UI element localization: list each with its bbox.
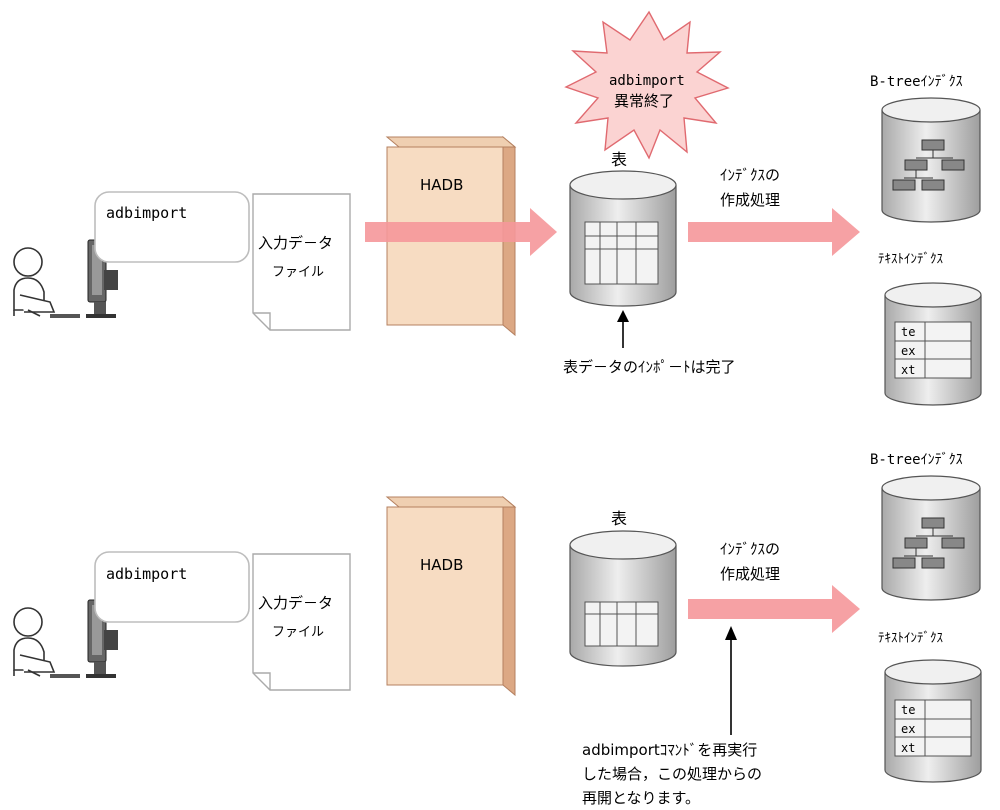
data-flow-arrow [365, 208, 557, 256]
btree-index-icon: B-treeｲﾝﾃﾞｸｽ [870, 74, 981, 223]
table-grid [584, 601, 659, 647]
text-index-row-3: xt [901, 363, 915, 377]
burst-label-line2: 異常終了 [614, 92, 674, 110]
resume-note-line1: adbimportｺﾏﾝﾄﾞを再実行 [582, 741, 757, 759]
explosion-icon: adbimport 異常終了 [564, 10, 730, 160]
resume-note-line3: 再開となります。 [582, 789, 700, 807]
resume-note-line2: した場合，この処理からの [582, 765, 762, 783]
index-process-label-line2: 作成処理 [720, 565, 780, 583]
user-at-computer-icon [13, 599, 118, 678]
table-grid [584, 221, 659, 285]
panel-2: adbimport 入力デ－タ ファイル HADB 表 [13, 452, 982, 807]
text-index-row-3: xt [901, 741, 915, 755]
index-flow-arrow [688, 208, 860, 256]
index-process-label-line2: 作成処理 [720, 191, 780, 209]
command-bubble-label: adbimport [106, 204, 187, 222]
table-database-icon: 表 [569, 509, 677, 667]
btree-index-icon: B-treeｲﾝﾃﾞｸｽ [870, 452, 981, 601]
document-icon: 入力デ－タ ファイル [252, 193, 351, 331]
table-label: 表 [611, 150, 627, 169]
input-file-label-line2: ファイル [272, 265, 324, 280]
hadb-label: HADB [420, 556, 463, 574]
command-bubble-label: adbimport [106, 565, 187, 583]
index-flow-arrow [688, 585, 860, 633]
input-file-label-line1: 入力デ－タ [258, 234, 333, 252]
text-index-label: ﾃｷｽﾄｲﾝﾃﾞｸｽ [878, 252, 944, 267]
input-file-label-line2: ファイル [272, 625, 324, 640]
text-index-row-2: ex [901, 722, 915, 736]
btree-index-label: B-treeｲﾝﾃﾞｸｽ [870, 452, 963, 468]
btree-index-label: B-treeｲﾝﾃﾞｸｽ [870, 74, 963, 90]
import-complete-note: 表デ－タのｲﾝﾎﾟ－ﾄは完了 [563, 310, 736, 376]
burst-label-line1: adbimport [609, 73, 685, 89]
hadb-label: HADB [420, 176, 463, 194]
resume-note: adbimportｺﾏﾝﾄﾞを再実行 した場合，この処理からの 再開となります。 [582, 626, 762, 807]
text-index-row-1: te [901, 325, 915, 339]
text-index-icon: ﾃｷｽﾄｲﾝﾃﾞｸｽ te ex xt [878, 252, 982, 406]
index-process-label-line1: ｲﾝﾃﾞｸｽの [720, 166, 780, 184]
tree-icon [892, 517, 965, 569]
text-index-label: ﾃｷｽﾄｲﾝﾃﾞｸｽ [878, 631, 944, 646]
text-index-icon: ﾃｷｽﾄｲﾝﾃﾞｸｽ te ex xt [878, 631, 982, 783]
panel-1: adbimport 入力デ－タ ファイル HADB 表 [13, 10, 982, 406]
text-index-row-1: te [901, 703, 915, 717]
import-complete-text: 表デ－タのｲﾝﾎﾟ－ﾄは完了 [563, 358, 736, 376]
input-file-label-line1: 入力デ－タ [258, 594, 333, 612]
index-process-label-line1: ｲﾝﾃﾞｸｽの [720, 540, 780, 558]
tree-icon [892, 139, 965, 191]
document-icon: 入力デ－タ ファイル [252, 553, 351, 691]
text-index-row-2: ex [901, 344, 915, 358]
table-database-icon: 表 [569, 150, 677, 307]
hadb-box: HADB [385, 495, 517, 697]
table-label: 表 [611, 509, 627, 528]
command-bubble: adbimport [94, 551, 250, 623]
command-bubble: adbimport [94, 191, 250, 263]
